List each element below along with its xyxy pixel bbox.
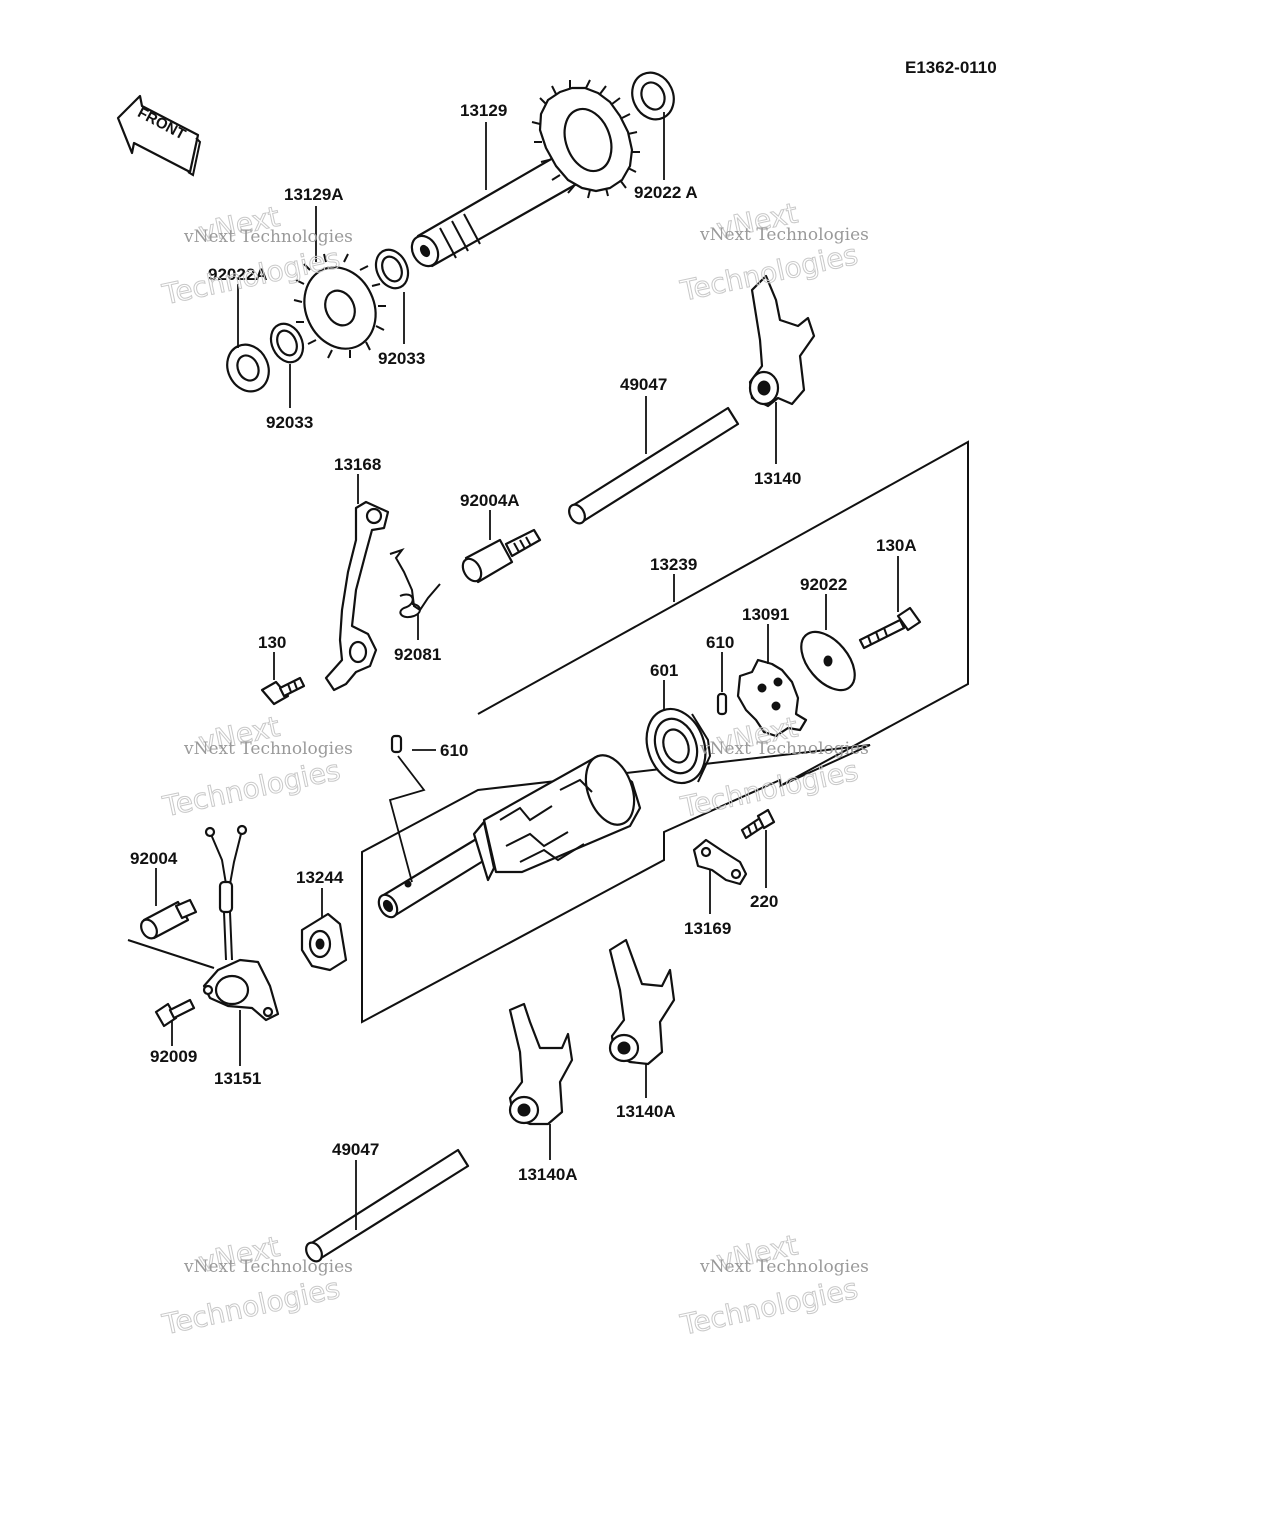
pin-610-right [716,692,728,716]
label-92033-left: 92033 [266,413,313,432]
label-49047-bottom: 49047 [332,1140,379,1159]
shaft-13129 [410,79,640,268]
shift-fork-13140A-right [608,938,676,1066]
label-13129: 13129 [460,101,507,120]
label-601: 601 [650,661,678,680]
label-13244: 13244 [296,868,344,887]
watermark-text: vNext Technologies [183,227,353,247]
washer-92022A-left [226,343,270,393]
label-13091: 13091 [742,605,789,624]
label-13140: 13140 [754,469,801,488]
bolt-130A [858,606,922,650]
label-13239: 13239 [650,555,697,574]
washer-92022 [800,630,856,692]
svg-text:Technologies: Technologies [677,1272,861,1342]
label-13140A-right: 13140A [616,1102,676,1121]
label-13129A: 13129A [284,185,344,204]
label-13168: 13168 [334,455,381,474]
label-13169: 13169 [684,919,731,938]
part-labels: 13129 92022 A 13129A 92022A 92033 92033 … [130,101,917,1184]
watermark-text: vNext Technologies [699,739,869,759]
washer-92022A-top [631,71,675,121]
label-92004A: 92004A [460,491,520,510]
label-92022A-left: 92022A [208,265,268,284]
stopper-lever-13168 [324,500,390,692]
watermark-text: vNext Technologies [183,739,353,759]
stud-92004 [140,898,198,940]
shift-fork-13140A-left [508,1002,574,1126]
shift-drum-assembly-outline [361,440,969,1024]
label-92033-mid: 92033 [378,349,425,368]
label-92022A-top: 92022 A [634,183,698,202]
circlip-92033-mid [374,248,410,290]
drawing-code: E1362-0110 [905,58,997,77]
neutral-switch-13151 [127,824,280,1022]
watermark-mid-left: vNext vNext Technologies Technologies [159,709,353,823]
label-13140A-left: 13140A [518,1165,578,1184]
watermark-bottom-right: vNext vNext Technologies Technologies [676,1228,869,1342]
bolt-130 [260,676,306,706]
label-92022: 92022 [800,575,847,594]
shift-drum-13239 [377,754,642,919]
label-92081: 92081 [394,645,441,664]
shift-rod-49047-bottom [305,1148,470,1263]
screw-92009 [154,998,196,1028]
label-49047-top: 49047 [620,375,667,394]
shift-fork-13140 [748,274,816,408]
gear-13129A [293,253,386,359]
front-arrow-icon: FRONT [116,94,202,177]
watermark-text: vNext Technologies [699,225,869,245]
watermark-mid-right: vNext vNext Technologies Technologies [677,710,869,824]
stud-92004A [461,528,542,584]
collar-13244 [300,912,348,972]
plate-13169 [692,838,748,886]
label-610-left: 610 [440,741,468,760]
watermark-text: vNext Technologies [699,1257,869,1277]
label-92004: 92004 [130,849,178,868]
screw-220 [740,808,776,840]
leader-lines [155,112,899,1230]
label-220: 220 [750,892,778,911]
label-130: 130 [258,633,286,652]
circlip-92033-left [269,322,305,364]
svg-text:Technologies: Technologies [159,1272,343,1342]
svg-text:Technologies: Technologies [159,753,343,823]
label-13151: 13151 [214,1069,261,1088]
shift-rod-49047-top [568,406,740,525]
label-92009: 92009 [150,1047,197,1066]
pin-610-left [390,734,403,754]
label-610-right: 610 [706,633,734,652]
watermark-text: vNext Technologies [183,1257,353,1277]
spring-92081 [389,548,441,618]
bearing-601 [645,707,712,785]
label-130A: 130A [876,536,917,555]
